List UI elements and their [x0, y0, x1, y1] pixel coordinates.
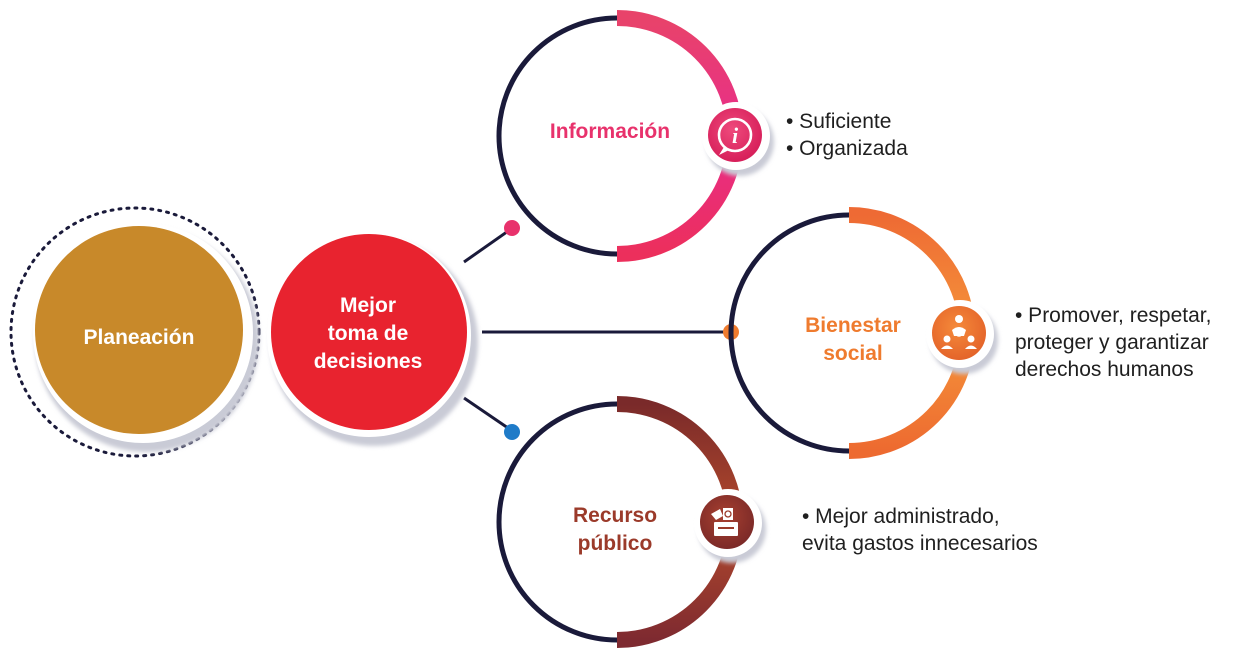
bienestar-title-line-2: social: [823, 342, 883, 365]
ballot-box-icon: [694, 489, 766, 563]
informacion-bullets: • Suficiente • Organizada: [786, 108, 908, 162]
connector-recurso: [463, 396, 512, 432]
informacion-title: Información: [549, 120, 671, 143]
bienestar-bullets: • Promover, respetar, proteger y garanti…: [1015, 302, 1211, 383]
decisiones-label: Mejor toma de decisiones: [288, 292, 448, 376]
svg-text:i: i: [732, 123, 739, 148]
community-people-icon: [926, 300, 998, 374]
connector-informacion: [463, 227, 512, 264]
bienestar-title-line-1: Bienestar: [805, 314, 901, 337]
recurso-bullet-2: evita gastos innecesarios: [802, 532, 1038, 555]
planeacion-node: [9, 206, 261, 458]
recurso-title-line-1: Recurso: [572, 504, 658, 527]
recurso-title: Recurso público: [525, 502, 705, 558]
info-icon: i: [702, 102, 774, 176]
planeacion-label: Planeación: [83, 326, 195, 349]
decisiones-node: [267, 233, 478, 446]
connector-dot-recurso: [504, 424, 520, 440]
bienestar-bullet-1: • Promover, respetar,: [1015, 304, 1212, 327]
informacion-bullet-1: • Suficiente: [786, 110, 892, 133]
decisiones-line-1: Mejor: [339, 294, 396, 317]
connector-dot-informacion: [504, 220, 520, 236]
bienestar-title: Bienestar social: [763, 312, 943, 368]
recurso-bullet-1: • Mejor administrado,: [802, 505, 1000, 528]
bienestar-bullet-2: proteger y garantizar: [1015, 331, 1209, 354]
bienestar-bullet-3: derechos humanos: [1015, 358, 1194, 381]
decisiones-line-3: decisiones: [313, 350, 423, 373]
decisiones-line-2: toma de: [327, 322, 409, 345]
recurso-bullets: • Mejor administrado, evita gastos innec…: [802, 503, 1038, 557]
recurso-title-line-2: público: [577, 532, 653, 555]
informacion-bullet-2: • Organizada: [786, 137, 908, 160]
